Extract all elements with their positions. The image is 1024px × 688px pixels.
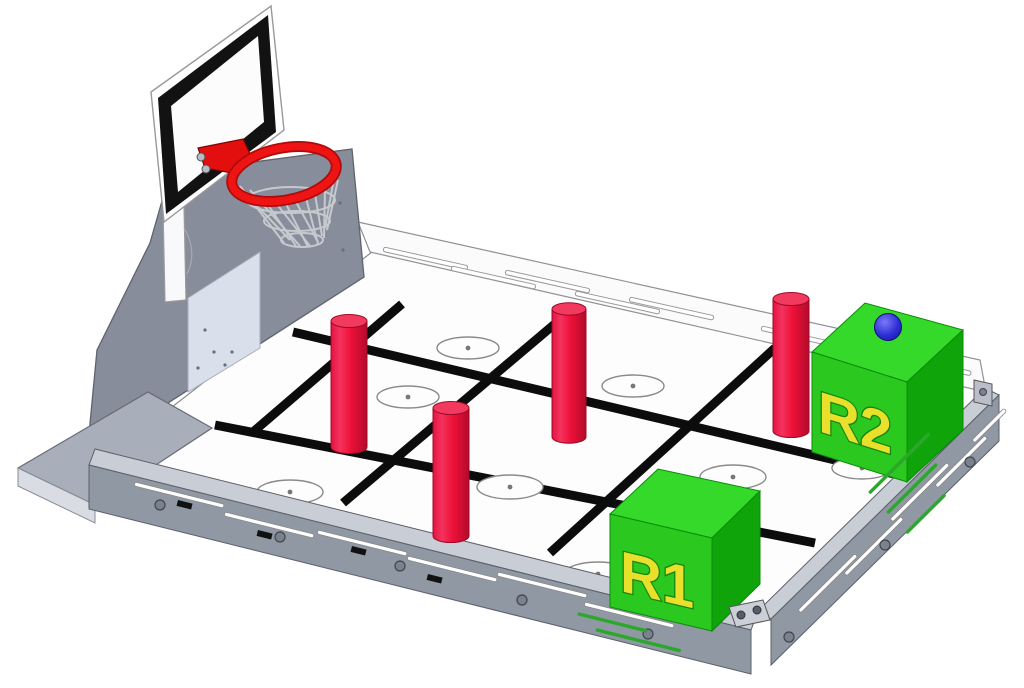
wall-panel <box>187 251 261 393</box>
rail-green-slot <box>595 628 682 653</box>
rail-slot <box>935 436 988 488</box>
tape-line-vertical-right <box>546 344 779 557</box>
rail-slot <box>382 246 469 271</box>
pillar-2 <box>432 401 470 543</box>
rail-slot <box>584 602 675 629</box>
rail-green-slot <box>868 432 931 494</box>
rail-slot <box>407 556 498 583</box>
bracket-bolt <box>196 152 206 162</box>
rail-slot <box>628 296 715 321</box>
rail-green-slot <box>577 612 648 633</box>
game-ball <box>874 313 902 341</box>
rail-green-slot <box>886 463 938 514</box>
corner-post-screw <box>979 388 987 396</box>
rail-slot <box>134 482 225 509</box>
r1-side-face <box>711 489 761 633</box>
rail-slot <box>317 530 408 557</box>
front-rail-outer-face <box>88 464 752 675</box>
rail-slot <box>844 517 904 576</box>
rail-slot <box>497 572 588 599</box>
pillars <box>330 292 810 543</box>
bracket-bolt <box>201 164 211 174</box>
floor-marker <box>436 336 500 360</box>
rail-slot <box>798 554 858 613</box>
rail-black-mark <box>256 530 273 540</box>
floor-marker <box>476 474 544 500</box>
pillar-4 <box>772 292 810 438</box>
right-rail-screws <box>783 456 976 643</box>
corner-bracket <box>728 599 771 628</box>
wall-screw-holes <box>196 201 345 370</box>
rail-slot <box>450 265 537 290</box>
rail-slot <box>890 463 950 522</box>
tape-line-short-left <box>250 300 405 436</box>
rail-black-mark <box>176 500 193 510</box>
pillar-3 <box>551 302 587 444</box>
rail-slot <box>224 512 315 539</box>
basketball-rim <box>226 141 342 207</box>
rail-slot <box>574 290 661 315</box>
floor-marker <box>376 385 440 409</box>
right-rail-outer-face <box>770 393 1000 667</box>
rail-green-slot <box>905 493 946 534</box>
rail-black-mark <box>426 574 443 584</box>
floor-marker <box>601 374 665 398</box>
front-rail <box>88 448 758 675</box>
pillar-1 <box>330 314 368 454</box>
tape-line-horizontal-back <box>291 327 896 479</box>
rail-slot <box>972 408 1007 443</box>
base-platform <box>16 391 214 524</box>
front-rail-screws <box>154 499 654 640</box>
rail-slot <box>504 269 591 294</box>
rail-black-mark <box>350 545 367 556</box>
backboard-inner <box>171 36 264 192</box>
basketball-backboard <box>150 4 285 224</box>
robot-r1-cube: R1 <box>608 468 762 633</box>
